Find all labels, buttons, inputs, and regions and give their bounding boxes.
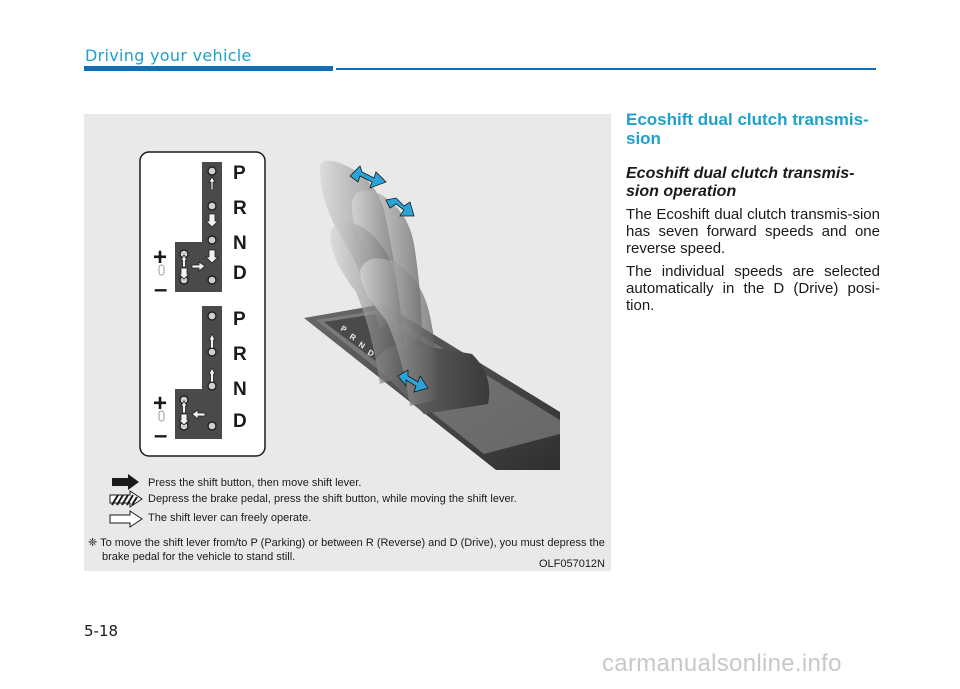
console-letter-n: N	[357, 340, 367, 351]
shift-lever-figure: P R N D P R N D + – + – P R N D	[84, 114, 611, 571]
upper-plus-symbol: +	[153, 244, 167, 271]
gate-lower-letter-n: N	[233, 379, 247, 400]
gate-lower-letter-p: P	[233, 309, 246, 330]
gate-lower-letter-r: R	[233, 344, 247, 365]
gate-upper-letter-p: P	[233, 163, 246, 184]
figure-code: OLF057012N	[538, 558, 605, 570]
legend-item-hatched: Depress the brake pedal, press the shift…	[148, 493, 517, 505]
shift-gate-diagram	[139, 151, 266, 457]
section-title: Driving your vehicle	[85, 46, 252, 65]
content-column: Ecoshift dual clutch transmis-sion Ecosh…	[626, 110, 880, 320]
console-letter-d: D	[366, 348, 376, 359]
page-number: 5-18	[84, 622, 119, 640]
gate-lower-letter-d: D	[233, 411, 247, 432]
move-arrow-top-icon	[349, 165, 387, 189]
section-subheading: Ecoshift dual clutch transmis-sion opera…	[626, 165, 855, 200]
watermark: carmanualsonline.info	[602, 650, 842, 677]
console-letter-r: R	[348, 332, 358, 343]
header-rule-thick	[84, 66, 333, 71]
upper-minus-symbol: –	[154, 276, 167, 303]
shift-console-illustration: P R N D	[284, 160, 560, 470]
gate-upper-letter-n: N	[233, 233, 247, 254]
move-arrow-mid-icon	[385, 197, 415, 217]
gate-upper-letter-r: R	[233, 198, 247, 219]
lower-minus-symbol: –	[154, 422, 167, 449]
legend-item-outline: The shift lever can freely operate.	[148, 512, 312, 524]
move-arrow-bottom-icon	[397, 369, 429, 393]
paragraph-1: The Ecoshift dual clutch transmis-sion h…	[626, 206, 880, 257]
lower-plus-symbol: +	[153, 390, 167, 417]
gate-upper-letter-d: D	[233, 263, 247, 284]
solid-arrow-icon	[112, 474, 139, 490]
legend-icons	[109, 474, 143, 528]
console-letter-p: P	[339, 324, 349, 335]
figure-note: ❈ To move the shift lever from/to P (Par…	[88, 537, 605, 563]
header-rule-thin	[336, 68, 876, 70]
figure-illustration: P R N D P R N D + – + – P R N D	[109, 151, 560, 528]
paragraph-2: The individual speeds are selected autom…	[626, 263, 880, 314]
section-heading: Ecoshift dual clutch transmis-sion	[626, 110, 869, 148]
legend-item-solid: Press the shift button, then move shift …	[148, 477, 362, 489]
hatched-arrow-icon	[109, 490, 143, 508]
outline-arrow-icon	[109, 510, 143, 528]
